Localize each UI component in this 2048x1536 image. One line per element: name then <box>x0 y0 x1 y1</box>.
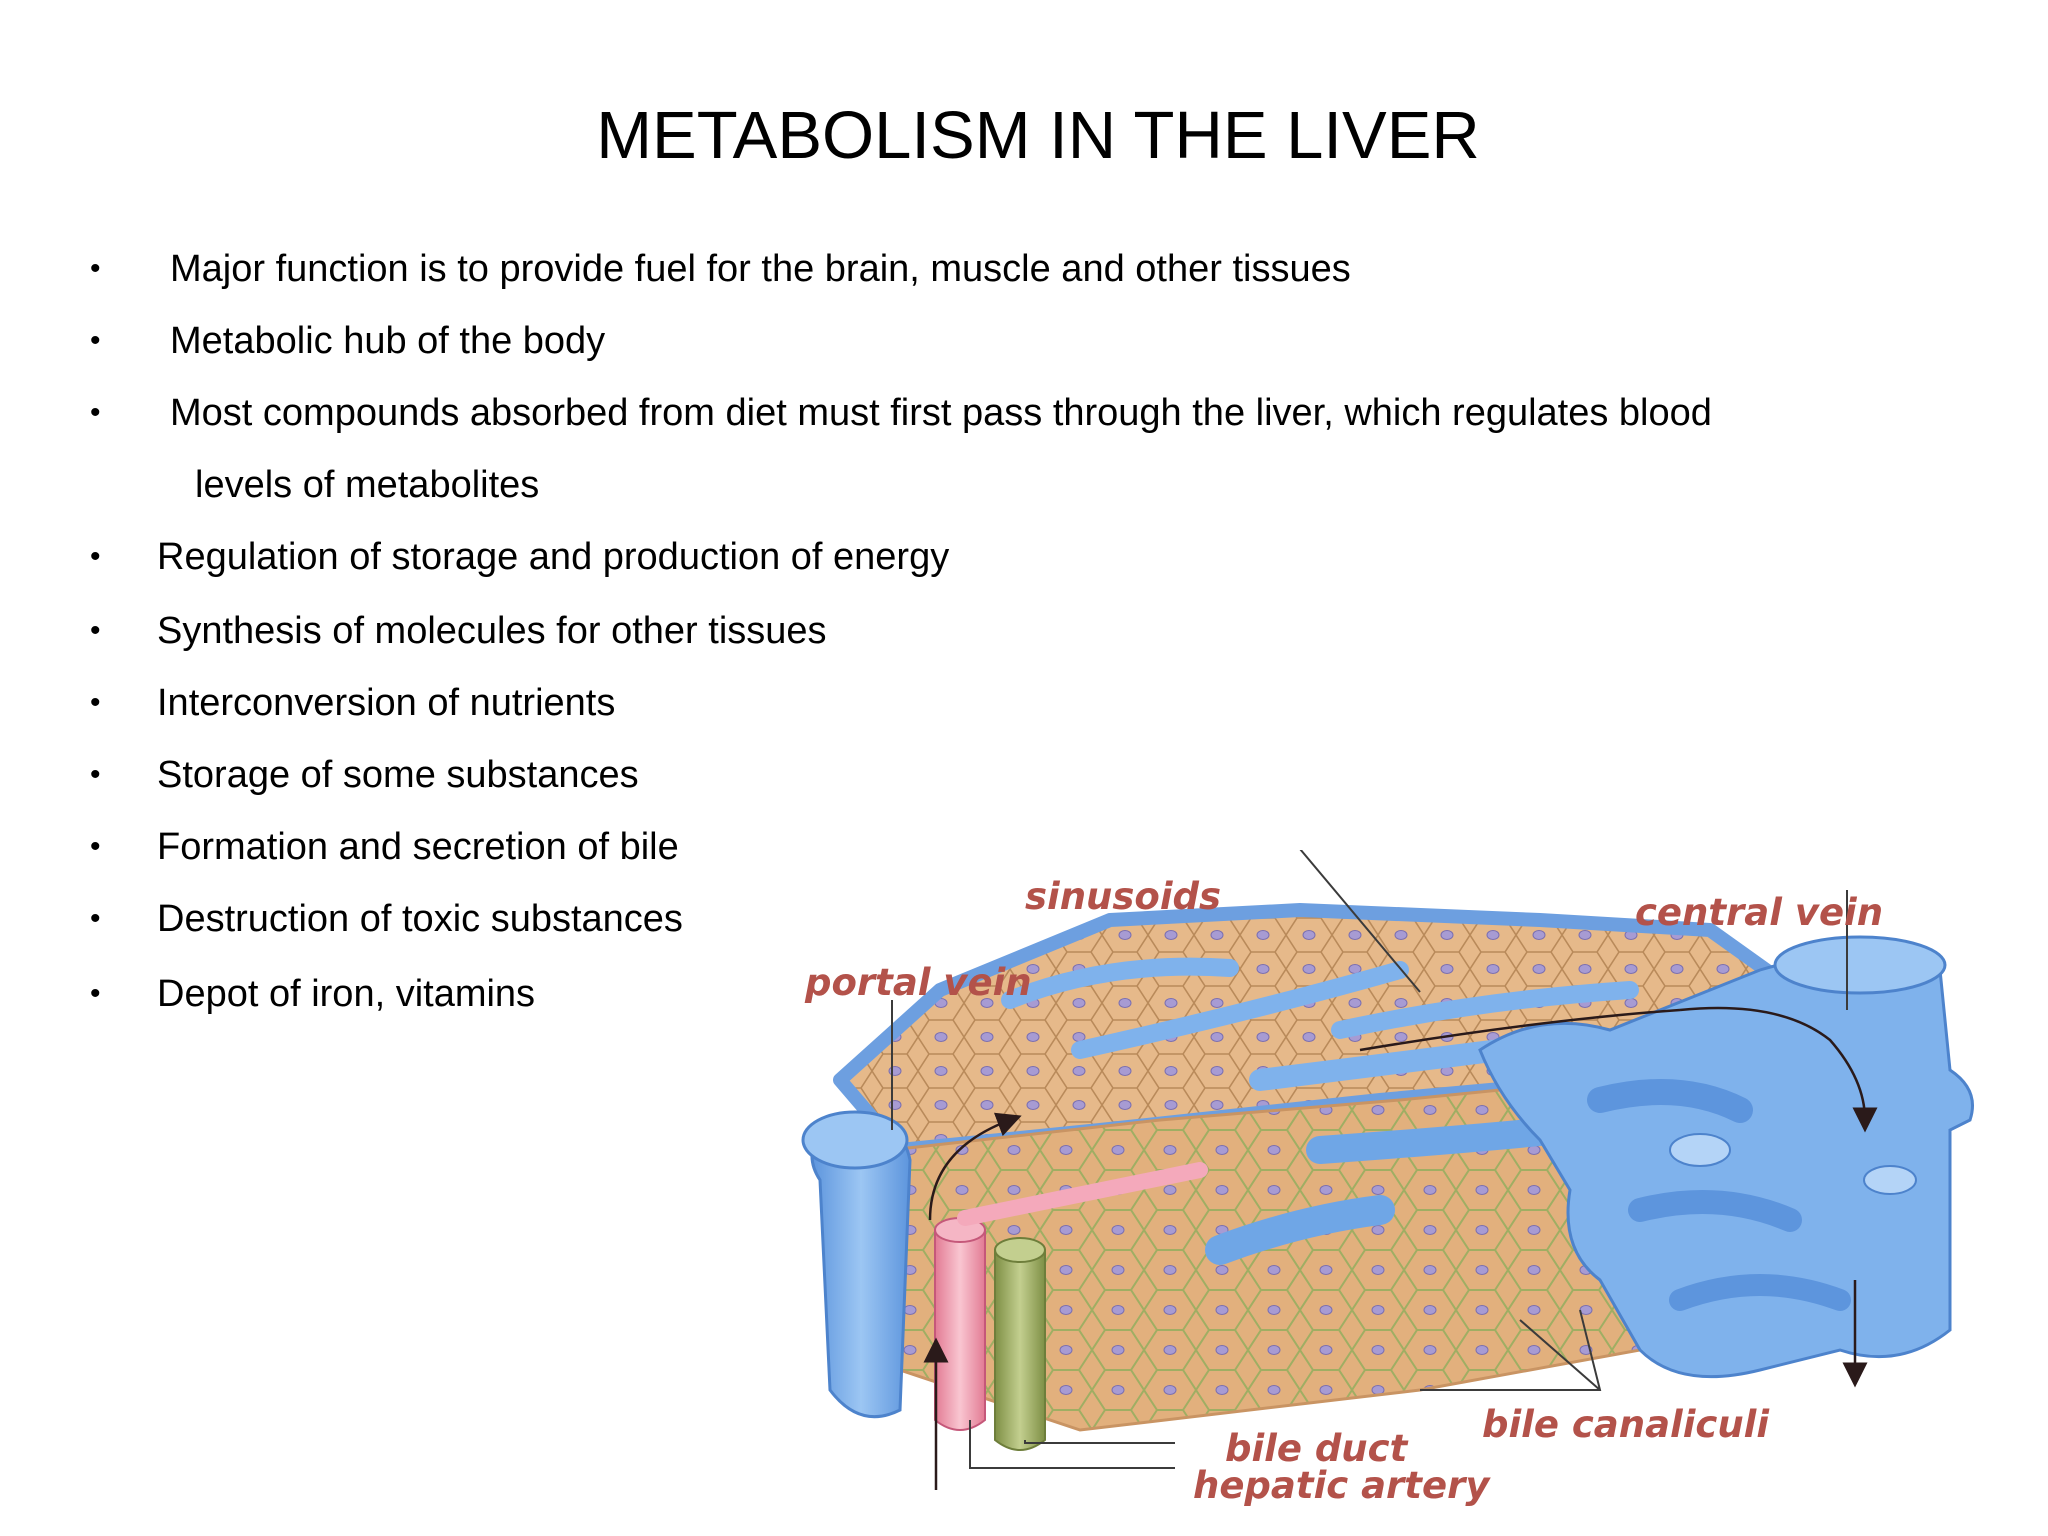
bullet-glyph: • <box>90 396 101 429</box>
liver-lobule-illustration <box>801 842 1974 1490</box>
label-portal-vein: portal vein <box>805 961 1032 1004</box>
liver-lobule-diagram: sinusoids central vein portal vein bile … <box>780 842 2000 1530</box>
bullet-glyph: • <box>90 252 101 285</box>
bullet-glyph: • <box>90 902 101 935</box>
bullet-glyph: • <box>90 540 101 573</box>
bullet-text: Metabolic hub of the body <box>170 320 606 362</box>
label-bile-canaliculi: bile canaliculi <box>1482 1403 1770 1446</box>
bullet-text: Regulation of storage and production of … <box>157 536 950 578</box>
bullet-text: Most compounds absorbed from diet must f… <box>170 392 1712 434</box>
label-central-vein: central vein <box>1635 891 1884 934</box>
bullet-text: Major function is to provide fuel for th… <box>170 248 1351 290</box>
label-bile-duct: bile duct <box>1225 1427 1408 1470</box>
bullet-glyph: • <box>90 977 101 1010</box>
label-sinusoids: sinusoids <box>1025 875 1222 918</box>
bullet-text: levels of metabolites <box>195 464 540 506</box>
slide-title: METABOLISM IN THE LIVER <box>596 98 1480 173</box>
bullet-text: Interconversion of nutrients <box>157 682 616 724</box>
bullet-glyph: • <box>90 758 101 791</box>
bullet-text: Storage of some substances <box>157 754 639 796</box>
bullet-glyph: • <box>90 830 101 863</box>
label-hepatic-artery: hepatic artery <box>1193 1464 1490 1507</box>
bullet-text: Destruction of toxic substances <box>157 898 683 940</box>
bullet-text: Depot of iron, vitamins <box>157 973 536 1015</box>
bullet-glyph: • <box>90 324 101 357</box>
bullet-text: Synthesis of molecules for other tissues <box>157 610 827 652</box>
bullet-glyph: • <box>90 686 101 719</box>
bullet-text: Formation and secretion of bile <box>157 826 679 868</box>
bullet-glyph: • <box>90 614 101 647</box>
